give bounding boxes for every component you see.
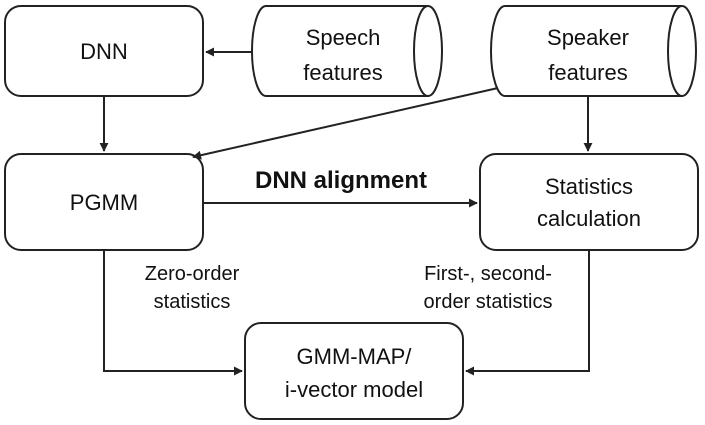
statistics-calculation-node: Statistics calculation: [479, 153, 699, 251]
first-second-label-line2: order statistics: [424, 291, 553, 313]
speaker-features-line1: Speaker: [547, 25, 629, 50]
model-line1: GMM-MAP/: [297, 344, 413, 369]
dnn-node: DNN: [4, 5, 204, 97]
pgmm-node: PGMM: [4, 153, 204, 251]
first-second-label-line1: First-, second-: [424, 263, 552, 285]
speech-features-line1: Speech: [306, 25, 381, 50]
statistics-calculation-line2: calculation: [537, 206, 641, 231]
model-node: GMM-MAP/ i-vector model: [244, 322, 464, 420]
dnn-alignment-label: DNN alignment: [255, 167, 427, 194]
model-line2: i-vector model: [285, 377, 423, 402]
pgmm-label: PGMM: [70, 190, 138, 215]
zero-order-label-line1: Zero-order: [145, 263, 240, 285]
statistics-calculation-line1: Statistics: [545, 174, 633, 199]
pgmm-to-model-arrow: [103, 251, 243, 376]
statistics-to-model-arrow: [465, 251, 590, 376]
speech-features-line2: features: [303, 60, 383, 85]
speech-features-node: Speech features: [251, 5, 443, 97]
zero-order-label-line2: statistics: [154, 291, 231, 313]
dnn-label: DNN: [80, 39, 128, 64]
speaker-features-line2: features: [548, 60, 628, 85]
speaker-features-node: Speaker features: [490, 5, 697, 97]
speaker-to-pgmm-arrow: [192, 87, 499, 160]
